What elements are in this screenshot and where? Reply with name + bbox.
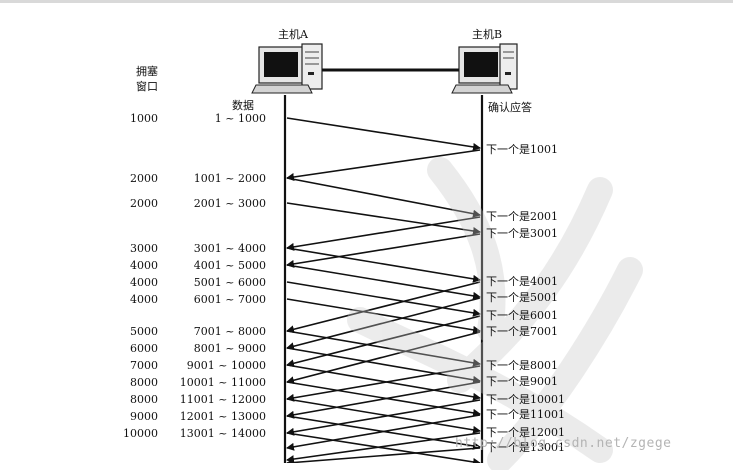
ack-label: 下一个是6001 — [486, 309, 558, 322]
data-range: 9001 ~ 10000 — [186, 359, 266, 372]
data-segment-arrow — [286, 330, 481, 367]
ack-label: 下一个是10001 — [486, 393, 565, 406]
ack-arrow — [286, 297, 481, 351]
data-segment-arrow — [286, 298, 481, 334]
ack-arrow — [286, 414, 481, 451]
data-segment-arrow — [286, 364, 481, 401]
ack-arrow — [286, 432, 481, 463]
cwnd-value: 2000 — [130, 172, 158, 185]
data-range: 13001 ~ 14000 — [179, 427, 266, 440]
cwnd-header-line1: 拥塞 — [136, 65, 158, 78]
cwnd-value: 1000 — [130, 112, 158, 125]
cwnd-value: 4000 — [130, 293, 158, 306]
data-segment-arrow — [286, 432, 481, 463]
cwnd-value: 4000 — [130, 276, 158, 289]
data-segment-arrow — [286, 264, 481, 300]
ack-label: 下一个是12001 — [486, 426, 565, 439]
cwnd-value: 8000 — [130, 393, 158, 406]
cwnd-value: 8000 — [130, 376, 158, 389]
ack-arrow — [286, 447, 481, 463]
data-range: 4001 ~ 5000 — [193, 259, 266, 272]
data-segment-arrow — [286, 281, 481, 317]
ack-label: 下一个是9001 — [486, 375, 558, 388]
data-range: 10001 ~ 11000 — [179, 376, 266, 389]
data-segment-arrow — [286, 398, 481, 434]
ack-label: 下一个是3001 — [486, 227, 558, 240]
cwnd-value: 6000 — [130, 342, 158, 355]
ack-header: 确认应答 — [488, 101, 532, 114]
arrows-group — [286, 117, 481, 463]
ack-label: 下一个是5001 — [486, 291, 558, 304]
data-range: 1001 ~ 2000 — [193, 172, 266, 185]
cwnd-value: 3000 — [130, 242, 158, 255]
data-range: 2001 ~ 3000 — [193, 197, 266, 210]
ack-label: 下一个是8001 — [486, 359, 558, 372]
ack-label: 下一个是11001 — [486, 408, 565, 421]
data-range: 1 ~ 1000 — [214, 112, 266, 125]
ack-arrow — [286, 315, 481, 368]
data-range: 11001 ~ 12000 — [179, 393, 266, 406]
ack-label: 下一个是4001 — [486, 275, 558, 288]
ack-arrow — [286, 149, 481, 181]
host-a-label: 主机A — [278, 28, 308, 41]
watermark-text: http://blog.csdn.net/zgege — [455, 436, 672, 451]
ack-label: 下一个是13001 — [486, 441, 565, 454]
cwnd-value: 10000 — [123, 427, 158, 440]
ack-label: 下一个是2001 — [486, 210, 558, 223]
data-range: 7001 ~ 8000 — [193, 325, 266, 338]
cwnd-value: 7000 — [130, 359, 158, 372]
ack-label: 下一个是7001 — [486, 325, 558, 338]
cwnd-value: 2000 — [130, 197, 158, 210]
data-range: 6001 ~ 7000 — [193, 293, 266, 306]
data-range: 12001 ~ 13000 — [179, 410, 266, 423]
ack-label: 下一个是1001 — [486, 143, 558, 156]
cwnd-value: 5000 — [130, 325, 158, 338]
ack-arrow — [286, 233, 481, 268]
data-segment-arrow — [286, 117, 481, 151]
data-segment-arrow — [286, 202, 481, 235]
data-range: 5001 ~ 6000 — [193, 276, 266, 289]
top-border — [0, 0, 733, 3]
cwnd-header-line2: 窗口 — [136, 80, 158, 93]
data-segment-arrow — [286, 247, 481, 283]
ack-arrow — [286, 216, 481, 251]
data-range: 3001 ~ 4000 — [193, 242, 266, 255]
data-segment-arrow — [286, 347, 481, 384]
ack-arrow — [286, 399, 481, 436]
watermark-stamp-icon — [347, 157, 643, 470]
ack-arrow — [286, 381, 481, 419]
ack-arrow — [286, 281, 481, 334]
cwnd-value: 9000 — [130, 410, 158, 423]
host-a-computer-icon — [251, 43, 323, 94]
data-range: 8001 ~ 9000 — [193, 342, 266, 355]
host-b-label: 主机B — [471, 28, 503, 41]
data-segment-arrow — [286, 177, 481, 218]
data-segment-arrow — [286, 381, 481, 417]
cwnd-value: 4000 — [130, 259, 158, 272]
ack-arrow — [286, 331, 481, 385]
data-header: 数据 — [232, 99, 254, 112]
host-b-computer-icon — [451, 43, 518, 94]
ack-arrow — [286, 365, 481, 402]
